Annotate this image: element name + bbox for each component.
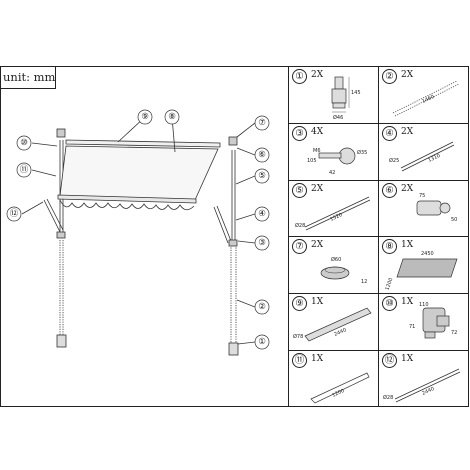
part-cell-3: ③ 4X M6 105 Ø35 42	[288, 122, 378, 180]
callout-10: ⑩	[16, 135, 32, 151]
drawing-frame	[0, 66, 469, 407]
right-arm	[213, 205, 232, 244]
svg-text:Ø60: Ø60	[331, 256, 341, 263]
upper-pole-icon: Ø28 1520	[295, 196, 371, 230]
svg-text:12: 12	[361, 279, 367, 285]
right-foot	[228, 342, 239, 356]
svg-text:1520: 1520	[329, 212, 343, 223]
svg-text:Ø35: Ø35	[357, 149, 367, 156]
svg-text:②: ②	[258, 302, 266, 312]
svg-text:⑪: ⑪	[20, 165, 29, 175]
pole-base-icon: Ø60 12	[320, 256, 367, 285]
svg-text:M6: M6	[313, 148, 321, 154]
roller-tube-icon: Ø78 2440	[293, 307, 372, 342]
svg-text:③: ③	[258, 238, 266, 248]
awning-fabric	[59, 145, 219, 201]
svg-text:75: 75	[419, 193, 425, 199]
part-cell-1: ① 2X 145 Ø46	[288, 66, 378, 123]
svg-text:110: 110	[419, 302, 429, 308]
front-bar	[57, 194, 197, 204]
svg-text:72: 72	[451, 330, 457, 336]
part-cell-2: ② 2X 1460	[378, 66, 468, 123]
svg-text:⑤: ⑤	[258, 171, 266, 181]
crank-mechanism-icon: 110 72 71	[409, 302, 457, 339]
svg-text:1310: 1310	[427, 153, 441, 164]
svg-text:Ø28: Ø28	[295, 222, 305, 229]
part-cell-9: ⑨ 1X Ø78 2440	[288, 293, 378, 350]
callout-3: ③	[254, 235, 270, 251]
roller-tube	[65, 139, 221, 148]
callout-9: ⑨	[137, 109, 153, 125]
svg-text:Ø28: Ø28	[383, 394, 393, 401]
part-cell-4: ④ 2X Ø25 1310	[378, 122, 468, 180]
right-pole-upper	[231, 150, 236, 240]
part-cell-5: ⑤ 2X Ø28 1520	[288, 179, 378, 237]
svg-text:⑩: ⑩	[20, 138, 28, 148]
svg-text:Ø25: Ø25	[389, 157, 399, 164]
svg-text:⑥: ⑥	[258, 150, 266, 160]
svg-text:2440: 2440	[421, 386, 435, 397]
svg-text:42: 42	[329, 170, 335, 176]
callout-2: ②	[254, 299, 270, 315]
fabric-icon: 2450 1200	[385, 251, 458, 292]
svg-text:71: 71	[409, 324, 415, 330]
svg-text:①: ①	[258, 337, 266, 347]
front-profile-icon: 1200	[310, 372, 370, 404]
assembly-drawing: ⑩ ⑪ ⑫ ⑨ ⑧ ⑦ ⑥ ⑤ ④ ③ ② ①	[6, 109, 270, 356]
svg-text:2450: 2450	[421, 251, 434, 257]
svg-text:105: 105	[307, 158, 317, 164]
svg-text:⑨: ⑨	[141, 112, 149, 122]
unit-box	[0, 66, 56, 89]
bracket-icon: 75 50	[416, 193, 457, 223]
callout-5: ⑤	[254, 168, 270, 184]
left-pole-lower	[59, 240, 64, 340]
front-bar-icon: Ø28 2440	[383, 368, 461, 403]
lower-pole-icon: 1460	[392, 80, 460, 117]
support-arm-icon: Ø25 1310	[389, 141, 455, 172]
svg-text:50: 50	[451, 217, 457, 223]
part-cell-8: ⑧ 1X 2450 1200	[378, 236, 468, 294]
svg-text:⑦: ⑦	[258, 118, 266, 128]
part-cell-6: ⑥ 2X 75 50	[378, 179, 468, 237]
part-cell-7: ⑦ 2X Ø60 12	[288, 236, 378, 294]
callout-11: ⑪	[16, 162, 32, 178]
clamp-bolt-icon: M6 105 Ø35 42	[307, 147, 367, 176]
left-arm	[43, 198, 64, 233]
svg-text:④: ④	[258, 209, 266, 219]
part-cell-11: ⑪ 1X 1200	[288, 350, 378, 407]
svg-text:145: 145	[351, 90, 361, 96]
part-cell-10: ⑩ 1X 110 72 71	[378, 293, 468, 350]
svg-text:⑫: ⑫	[10, 209, 19, 219]
callout-7: ⑦	[254, 115, 270, 131]
callout-1: ①	[254, 334, 270, 350]
end-cap-icon: 145 Ø46	[331, 76, 361, 121]
left-foot	[56, 334, 67, 348]
svg-text:⑧: ⑧	[168, 112, 176, 122]
svg-text:1200: 1200	[385, 278, 395, 292]
valance-scallop	[59, 199, 195, 211]
parts-list: ① 2X 145 Ø46 ② 2X 1460 ③ 4X M6 105	[288, 66, 469, 407]
svg-text:2440: 2440	[333, 327, 347, 338]
callout-8: ⑧	[164, 109, 180, 125]
part-cell-12: ⑫ 1X Ø28 2440	[378, 350, 468, 407]
callout-12: ⑫	[6, 206, 22, 222]
callout-6: ⑥	[254, 147, 270, 163]
svg-text:Ø46: Ø46	[333, 114, 343, 121]
callout-4: ④	[254, 206, 270, 222]
svg-text:1460: 1460	[421, 94, 435, 105]
unit-label: unit: mm	[3, 70, 56, 84]
right-pole-lower	[230, 245, 237, 345]
svg-text:Ø78: Ø78	[293, 333, 303, 340]
svg-text:1200: 1200	[331, 388, 345, 399]
